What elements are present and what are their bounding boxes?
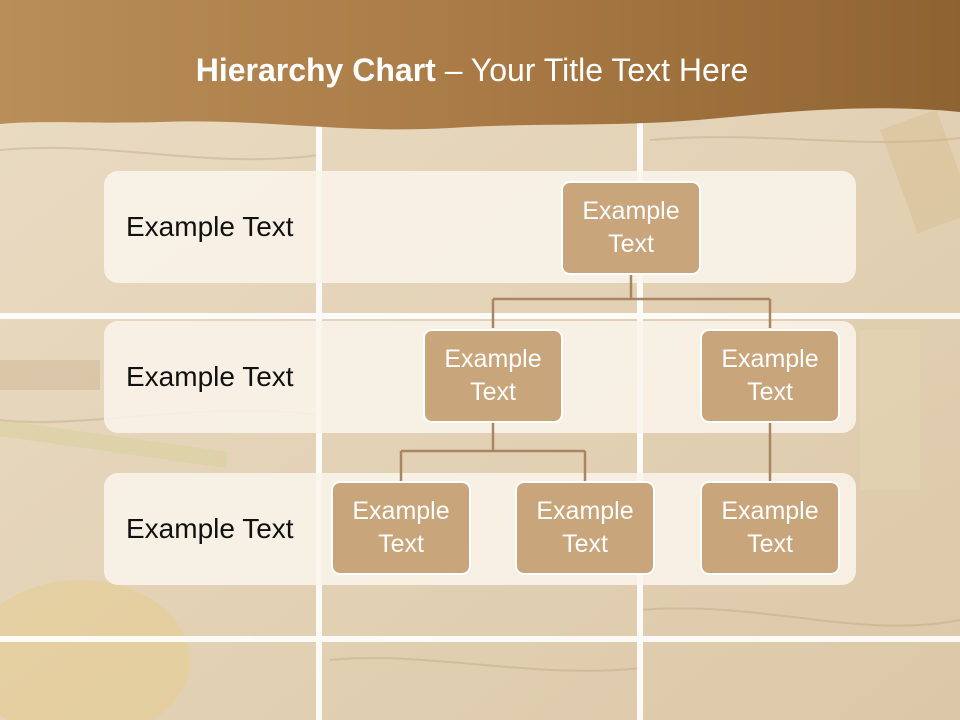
title-bold: Hierarchy Chart	[195, 52, 436, 88]
page-title: Hierarchy Chart – Your Title Text Here	[0, 52, 944, 89]
node-leaf-2-text: Example Text	[536, 497, 634, 558]
node-leaf-3-text: Example Text	[721, 497, 819, 558]
node-mid-left-text: Example Text	[444, 345, 542, 406]
title-dash: –	[435, 52, 471, 88]
node-leaf-1: Example Text	[331, 481, 471, 575]
level-band-1: Example Text	[104, 171, 856, 283]
node-mid-right-text: Example Text	[721, 345, 819, 406]
node-mid-left: Example Text	[423, 329, 563, 423]
level-1-label: Example Text	[126, 211, 294, 242]
level-3-label: Example Text	[126, 513, 294, 544]
node-root-text: Example Text	[582, 197, 680, 258]
node-leaf-1-text: Example Text	[352, 497, 450, 558]
level-2-label: Example Text	[126, 361, 294, 392]
node-mid-right: Example Text	[700, 329, 840, 423]
node-root: Example Text	[561, 181, 701, 275]
node-leaf-2: Example Text	[515, 481, 655, 575]
node-leaf-3: Example Text	[700, 481, 840, 575]
title-rest: Your Title Text Here	[470, 52, 749, 88]
